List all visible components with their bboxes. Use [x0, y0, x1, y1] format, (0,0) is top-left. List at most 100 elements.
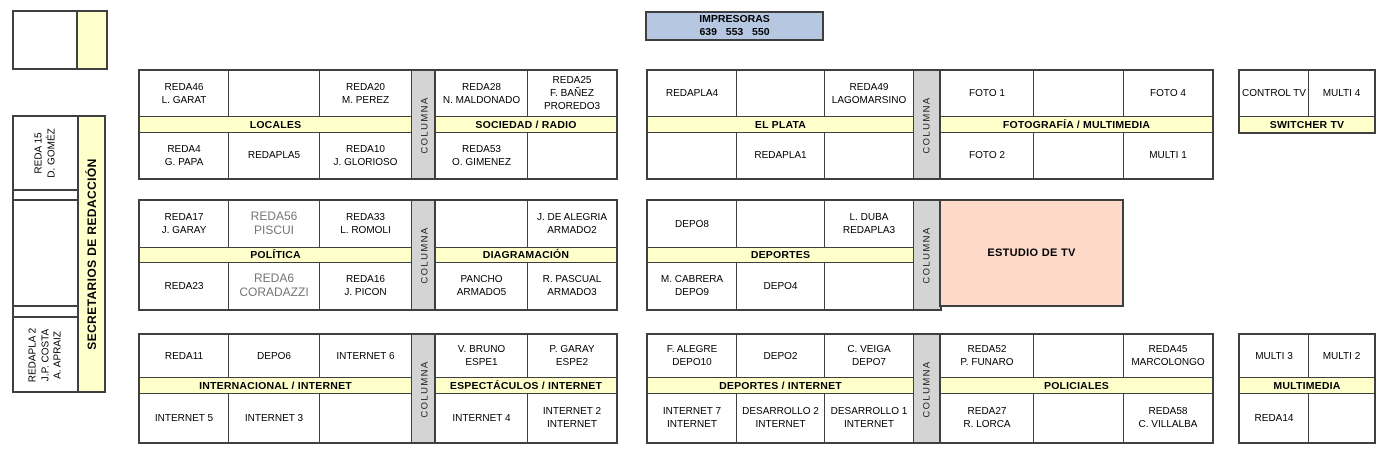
columna-label: COLUMNA	[921, 226, 933, 284]
desk-cell	[737, 201, 824, 247]
section-label: EL PLATA	[648, 117, 913, 132]
desk-label: REDAPLA 2 J.P. COSTA A. APRAIZ	[26, 327, 63, 382]
desk-label-line: REDA33	[346, 212, 385, 223]
desk-label-line: MULTI 2	[1322, 350, 1361, 362]
desk-label-line: L. GARAT	[161, 94, 207, 106]
desk-cell	[320, 394, 411, 442]
desk-label-line: L. ROMOLI	[340, 225, 391, 236]
columna-strip: COLUMNA	[412, 335, 438, 442]
desk-cell: REDAPLA1	[737, 133, 824, 178]
desk-label-line: DEPO8	[675, 218, 709, 230]
block-estudio: ESTUDIO DE TV	[939, 199, 1124, 307]
desk-cell: REDAPLA 2 J.P. COSTA A. APRAIZ	[12, 316, 79, 393]
desk-label-line: REDAPLA4	[665, 88, 719, 99]
section-label: MULTIMEDIA	[1240, 378, 1374, 393]
desk-cell: MULTI 1	[1124, 133, 1212, 178]
desk-cell	[825, 133, 913, 178]
desk-label-line: PROREDO3	[543, 101, 601, 112]
desk-label-line: REDA16	[346, 274, 385, 285]
corner-box	[12, 10, 108, 70]
section-label: POLÍTICA	[140, 248, 411, 262]
desk-label-line: CONTROL TV	[1242, 88, 1306, 99]
desk-cell	[1034, 133, 1123, 178]
desk-label-line: G. PAPA	[164, 156, 204, 168]
section-label: DEPORTES / INTERNET	[648, 378, 913, 393]
desk-label-line: PISCUI	[253, 223, 294, 237]
desk-cell: CONTROL TV	[1240, 71, 1308, 116]
desk-label-line: REDA53	[462, 143, 501, 155]
desk-label-line: REDA27	[967, 406, 1007, 417]
desk-label-line: INTERNET 4	[452, 412, 511, 424]
desk-label-line: REDA49	[849, 81, 889, 93]
desk-label-line: J. GARAY	[161, 225, 207, 236]
desk-cell: DEPO6	[229, 335, 319, 377]
desk-label-line: FOTO 4	[1150, 88, 1186, 99]
desk-label-line: O. GIMENEZ	[452, 156, 511, 168]
desk-cell: REDA58 C. VILLALBA	[1124, 394, 1212, 442]
desk-label-line: DEPO6	[257, 350, 291, 362]
printers-box: IMPRESORAS 639 553 550	[645, 11, 824, 41]
desk-label-line: DEPO4	[763, 280, 798, 292]
desk-label-line: ARMADO3	[547, 287, 597, 298]
desk-label-line: REDAPLA5	[247, 150, 301, 161]
desk-cell: INTERNET 4	[436, 394, 527, 442]
printers-numbers: 639 553 550	[699, 26, 770, 38]
desk-label-line: LAGOMARSINO	[831, 94, 907, 106]
desk-cell	[648, 133, 736, 178]
desk-label-line: INTERNET	[755, 419, 806, 430]
desk-cell: REDA23	[140, 263, 228, 309]
columna-strip: COLUMNA	[412, 201, 438, 309]
desk-cell	[825, 263, 913, 309]
desk-cell	[229, 71, 319, 116]
desk-cell	[1309, 394, 1374, 442]
desk-label-line: REDA6	[253, 271, 294, 286]
desk-label-line: REDA46	[164, 81, 204, 93]
desk-cell: REDAPLA5	[229, 133, 319, 178]
desk-cell: FOTO 1	[941, 71, 1033, 116]
desk-label-line: INTERNET	[547, 419, 597, 430]
desk-label-line: J. DE ALEGRIA	[536, 212, 608, 223]
desk-cell	[737, 71, 824, 116]
columna-label: COLUMNA	[921, 95, 933, 154]
columna-strip: COLUMNA	[914, 71, 940, 178]
columna-label: COLUMNA	[419, 95, 431, 154]
desk-cell: P. GARAY ESPE2	[528, 335, 616, 377]
desk-label-line: REDA17	[164, 212, 204, 223]
desk-label-line: N. MALDONADO	[442, 94, 521, 106]
desk-label-line: ESPE2	[555, 357, 589, 368]
desk-cell: REDA11	[140, 335, 228, 377]
desk-label-line: REDA58	[1148, 406, 1188, 417]
section-label: INTERNACIONAL / INTERNET	[140, 378, 411, 393]
desk-label-line: ESPE1	[465, 357, 498, 368]
desk-label-line: DEPO7	[852, 357, 886, 368]
desk-cell: REDA 15 D. GOMÉZ	[12, 115, 79, 191]
columna-strip: COLUMNA	[914, 201, 940, 309]
desk-label-line: C. VILLALBA	[1138, 419, 1198, 430]
desk-label-line: MULTI 4	[1322, 88, 1361, 99]
desk-label-line: P. FUNARO	[960, 357, 1014, 368]
desk-label: REDA 15 D. GOMÉZ	[33, 128, 57, 178]
desk-label-line: P. GARAY	[549, 344, 595, 355]
desk-label-line: MULTI 3	[1255, 350, 1293, 362]
